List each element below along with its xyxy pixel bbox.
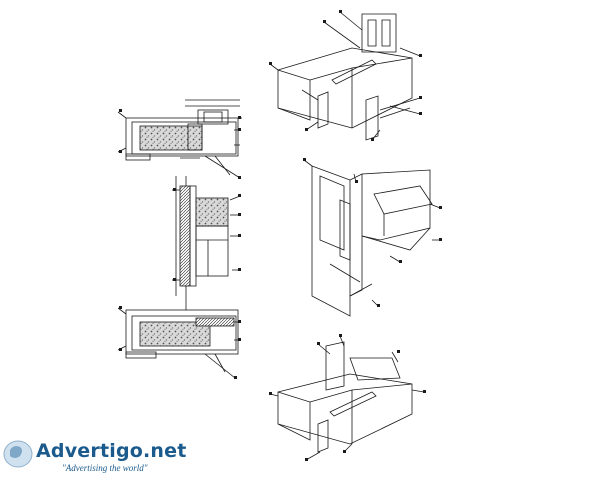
globe-icon [10,446,22,458]
iso-top-detail [269,11,421,141]
iso-middle-detail [303,159,441,317]
tag-markers [119,10,442,461]
section-middle-wall [172,176,241,298]
section-top-slab [117,99,242,179]
watermark-logo [3,440,176,475]
iso-bottom-detail [269,335,425,461]
watermark-tagline: "Advertising the world" [62,463,148,473]
section-bottom-slab [117,298,240,379]
watermark-name: Advertigo.net [36,440,187,462]
